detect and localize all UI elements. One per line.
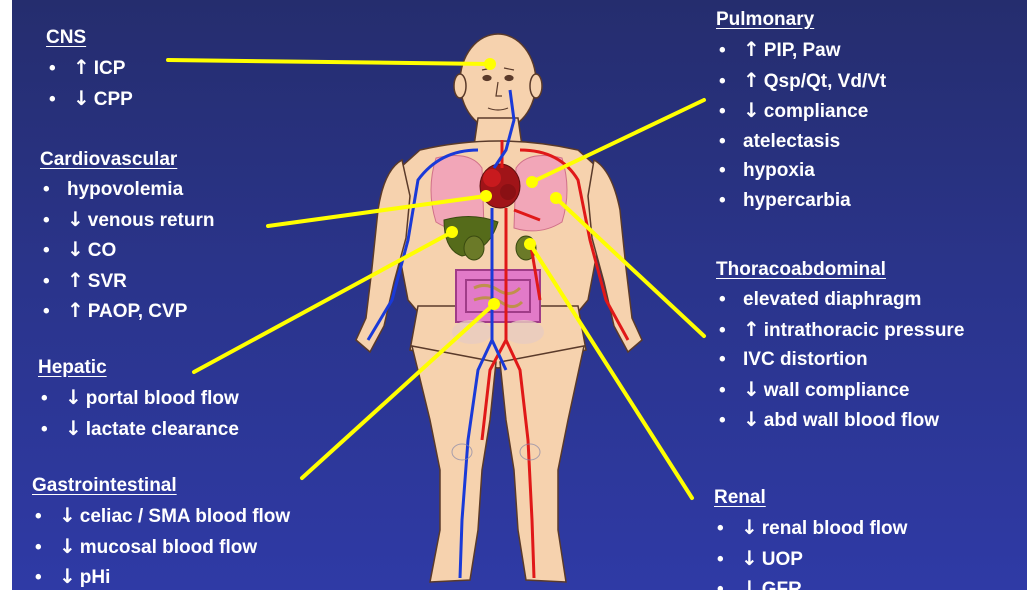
list-item: •↓mucosal blood flow: [32, 532, 290, 563]
list-item: •↓CO: [40, 235, 214, 266]
list-item: •↑PIP, Paw: [716, 35, 886, 66]
list-item: •↓celiac / SMA blood flow: [32, 501, 290, 532]
list-item: •↑SVR: [40, 266, 214, 297]
group-hepatic: Hepatic •↓portal blood flow •↓lactate cl…: [38, 356, 239, 444]
list-item: •↓abd wall blood flow: [716, 405, 964, 436]
connector-gastrointestinal: [302, 304, 494, 478]
connector-cardiovascular: [268, 196, 486, 226]
group-renal: Renal •↓renal blood flow •↓UOP •↓GFR: [714, 486, 907, 596]
list-item: •IVC distortion: [716, 345, 964, 375]
group-title: Cardiovascular: [40, 148, 214, 172]
list-item: •hypercarbia: [716, 186, 886, 216]
list-item: •↓venous return: [40, 205, 214, 236]
group-cardiovascular: Cardiovascular •hypovolemia •↓venous ret…: [40, 148, 214, 327]
list-item: •↓renal blood flow: [714, 513, 907, 544]
connector-hepatic: [194, 232, 452, 372]
bottom-margin: [0, 590, 1027, 596]
list-item: •hypovolemia: [40, 175, 214, 205]
left-margin: [0, 0, 12, 596]
group-title: Pulmonary: [716, 8, 886, 32]
group-pulmonary: Pulmonary •↑PIP, Paw •↑Qsp/Qt, Vd/Vt •↓c…: [716, 8, 886, 215]
list-item: •↓CPP: [46, 84, 133, 115]
list-item: •↓lactate clearance: [38, 414, 239, 445]
group-title: Renal: [714, 486, 907, 510]
list-item: •↓wall compliance: [716, 375, 964, 406]
group-title: CNS: [46, 26, 133, 50]
list-item: •atelectasis: [716, 127, 886, 157]
group-cns: CNS •↑ICP •↓CPP: [46, 26, 133, 114]
list-item: •elevated diaphragm: [716, 285, 964, 315]
list-item: •↓pHi: [32, 562, 290, 593]
list-item: •↑PAOP, CVP: [40, 296, 214, 327]
group-title: Thoracoabdominal: [716, 258, 964, 282]
group-title: Hepatic: [38, 356, 239, 380]
list-item: •hypoxia: [716, 156, 886, 186]
list-item: •↑Qsp/Qt, Vd/Vt: [716, 66, 886, 97]
list-item: •↑intrathoracic pressure: [716, 315, 964, 346]
connector-cns: [168, 60, 490, 64]
list-item: •↓UOP: [714, 544, 907, 575]
connector-renal: [530, 244, 692, 498]
list-item: •↑ICP: [46, 53, 133, 84]
group-gastrointestinal: Gastrointestinal •↓celiac / SMA blood fl…: [32, 474, 290, 593]
list-item: •↓compliance: [716, 96, 886, 127]
connector-thoracoabdominal: [556, 198, 704, 336]
group-title: Gastrointestinal: [32, 474, 290, 498]
connector-pulmonary: [532, 100, 704, 182]
group-thoracoabdominal: Thoracoabdominal •elevated diaphragm •↑i…: [716, 258, 964, 436]
list-item: •↓portal blood flow: [38, 383, 239, 414]
